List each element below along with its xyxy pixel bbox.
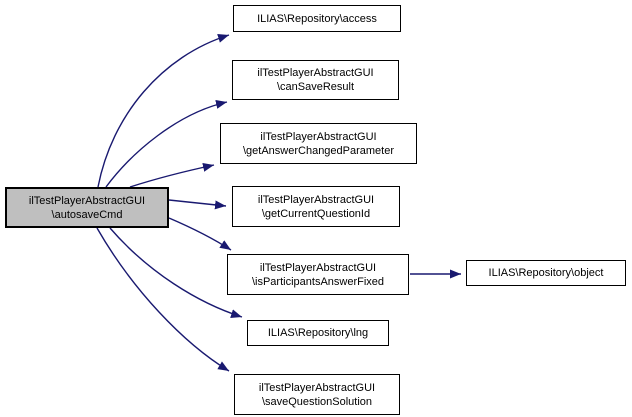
- node-label-line2: \autosaveCmd: [51, 208, 123, 221]
- node-iltestplayerabstractgui-isparticipantsanswerfixed[interactable]: ilTestPlayerAbstractGUI \isParticipantsA…: [227, 254, 409, 295]
- node-iltestplayerabstractgui-cansaveresult[interactable]: ilTestPlayerAbstractGUI \canSaveResult: [232, 60, 399, 100]
- node-label-line2: \getAnswerChangedParameter: [242, 144, 395, 157]
- edge-autosavecmd-savequestionsol: [96, 227, 230, 372]
- node-label-line2: \isParticipantsAnswerFixed: [251, 275, 385, 288]
- node-iltestplayerabstractgui-getcurrentquestionid[interactable]: ilTestPlayerAbstractGUI \getCurrentQuest…: [232, 186, 400, 227]
- edge-autosavecmd-isparticipants: [168, 217, 232, 251]
- edge-autosavecmd-lng: [109, 227, 243, 318]
- node-iltestplayerabstractgui-autosavecmd: ilTestPlayerAbstractGUI \autosaveCmd: [5, 187, 169, 228]
- node-label-line1: ilTestPlayerAbstractGUI: [259, 261, 377, 274]
- edge-autosavecmd-access: [97, 34, 230, 188]
- node-label-line2: \saveQuestionSolution: [261, 395, 373, 408]
- node-label-line1: ilTestPlayerAbstractGUI: [28, 194, 146, 207]
- node-label-line1: ilTestPlayerAbstractGUI: [260, 130, 377, 143]
- node-label-line1: ILIAS\Repository\lng: [267, 327, 369, 339]
- node-label-line1: ilTestPlayerAbstractGUI: [258, 381, 376, 394]
- node-ilias-repository-access[interactable]: ILIAS\Repository\access: [233, 5, 401, 32]
- edge-autosavecmd-cansaveresult: [105, 100, 228, 188]
- node-ilias-repository-lng[interactable]: ILIAS\Repository\lng: [247, 320, 389, 346]
- node-iltestplayerabstractgui-savequestionsolution[interactable]: ilTestPlayerAbstractGUI \saveQuestionSol…: [234, 374, 400, 415]
- node-label-line1: ILIAS\Repository\object: [488, 267, 604, 279]
- node-label-line2: \canSaveResult: [276, 81, 355, 93]
- edge-autosavecmd-getanswerchanged: [129, 162, 215, 188]
- node-label-line1: ILIAS\Repository\access: [257, 12, 377, 25]
- node-label-line1: ilTestPlayerAbstractGUI: [257, 193, 375, 206]
- node-iltestplayerabstractgui-getanswerchangedparameter[interactable]: ilTestPlayerAbstractGUI \getAnswerChange…: [220, 123, 417, 164]
- node-ilias-repository-object[interactable]: ILIAS\Repository\object: [466, 260, 626, 286]
- edge-autosavecmd-getcurrentquestion: [168, 199, 227, 210]
- node-label-line2: \getCurrentQuestionId: [261, 207, 371, 220]
- node-label-line1: ilTestPlayerAbstractGUI: [257, 67, 374, 79]
